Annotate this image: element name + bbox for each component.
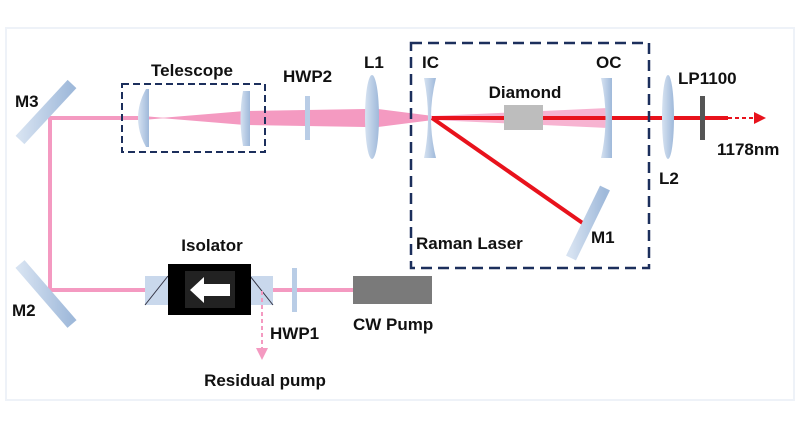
label-cw-pump: CW Pump (353, 315, 433, 334)
telescope-box (121, 83, 266, 153)
label-wavelength: 1178nm (717, 140, 779, 159)
label-ic: IC (422, 53, 439, 72)
residual-arrow-icon (256, 348, 268, 360)
label-hwp2: HWP2 (283, 67, 332, 86)
arrow-left-icon (190, 277, 230, 303)
frame (5, 27, 795, 401)
isolator (144, 264, 274, 315)
telescope-lens-2 (240, 91, 250, 146)
label-l2: L2 (659, 169, 679, 188)
hwp1-plate (292, 268, 297, 312)
telescope-lens-1 (138, 89, 149, 147)
raman-beam (430, 116, 756, 226)
label-lp1100: LP1100 (678, 69, 737, 88)
mirror-m2 (15, 260, 77, 328)
hwp2-plate (305, 96, 310, 140)
lp1100-filter (700, 96, 705, 140)
label-residual-pump: Residual pump (204, 371, 326, 390)
label-oc: OC (596, 53, 622, 72)
cw-pump-source (353, 276, 432, 304)
mirror-m3 (15, 79, 77, 145)
input-coupler-ic (424, 78, 436, 158)
output-coupler-oc (601, 78, 612, 158)
label-hwp1: HWP1 (270, 324, 319, 343)
label-diamond: Diamond (489, 83, 562, 102)
label-m2: M2 (12, 301, 36, 320)
label-m3: M3 (15, 92, 39, 111)
mirror-m1 (566, 185, 610, 261)
raman-laser-box (409, 41, 651, 270)
label-l1: L1 (364, 53, 384, 72)
lens-l1 (365, 75, 379, 159)
label-telescope: Telescope (151, 61, 233, 80)
label-isolator: Isolator (181, 236, 243, 255)
label-raman-laser: Raman Laser (416, 234, 523, 253)
lens-l2 (662, 75, 674, 159)
output-arrow-icon (754, 112, 766, 124)
label-m1: M1 (591, 228, 615, 247)
diamond-crystal (504, 105, 543, 130)
